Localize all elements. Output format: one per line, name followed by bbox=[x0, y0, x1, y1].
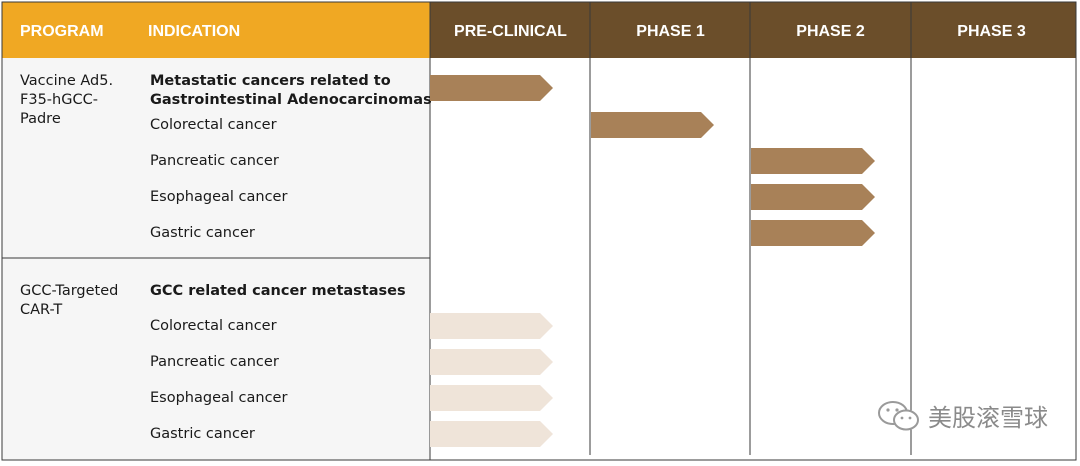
header-phase-1: PHASE 1 bbox=[636, 23, 705, 40]
header-phase-0: PRE-CLINICAL bbox=[454, 23, 567, 40]
indication-name: Colorectal cancer bbox=[150, 117, 277, 133]
program-name: F35-hGCC- bbox=[20, 92, 98, 108]
indication-group: Gastrointestinal Adenocarcinomas bbox=[150, 92, 432, 108]
indication-name: Gastric cancer bbox=[150, 426, 255, 442]
indication-name: Pancreatic cancer bbox=[150, 354, 279, 370]
phase-bar bbox=[430, 313, 553, 339]
indication-name: Pancreatic cancer bbox=[150, 153, 279, 169]
phase-bar bbox=[430, 421, 553, 447]
header-program: PROGRAM bbox=[20, 23, 104, 40]
program-name: Vaccine Ad5. bbox=[20, 73, 113, 89]
left-panel-bg bbox=[2, 58, 430, 460]
program-name: CAR-T bbox=[20, 302, 62, 318]
header-orange-bg bbox=[2, 2, 430, 58]
header-phase-2: PHASE 2 bbox=[796, 23, 865, 40]
program-name: Padre bbox=[20, 111, 61, 127]
indication-name: Colorectal cancer bbox=[150, 318, 277, 334]
phase-bar bbox=[591, 112, 714, 138]
phase-bar bbox=[751, 148, 875, 174]
header-brown-bg bbox=[430, 2, 1076, 58]
watermark-text: 美股滚雪球 bbox=[928, 404, 1048, 432]
phase-bar bbox=[430, 349, 553, 375]
phase-bar bbox=[751, 220, 875, 246]
indication-name: Esophageal cancer bbox=[150, 390, 287, 406]
watermark: 美股滚雪球 bbox=[876, 398, 1048, 433]
indication-name: Gastric cancer bbox=[150, 225, 255, 241]
wechat-icon bbox=[878, 400, 919, 430]
phase-bar bbox=[751, 184, 875, 210]
header-indication: INDICATION bbox=[148, 23, 240, 40]
phase-bar bbox=[430, 75, 553, 101]
header-phase-3: PHASE 3 bbox=[957, 23, 1026, 40]
indication-group: Metastatic cancers related to bbox=[150, 73, 391, 89]
phase-bar bbox=[430, 385, 553, 411]
indication-name: Esophageal cancer bbox=[150, 189, 287, 205]
indication-group: GCC related cancer metastases bbox=[150, 283, 406, 299]
program-name: GCC-Targeted bbox=[20, 283, 118, 299]
